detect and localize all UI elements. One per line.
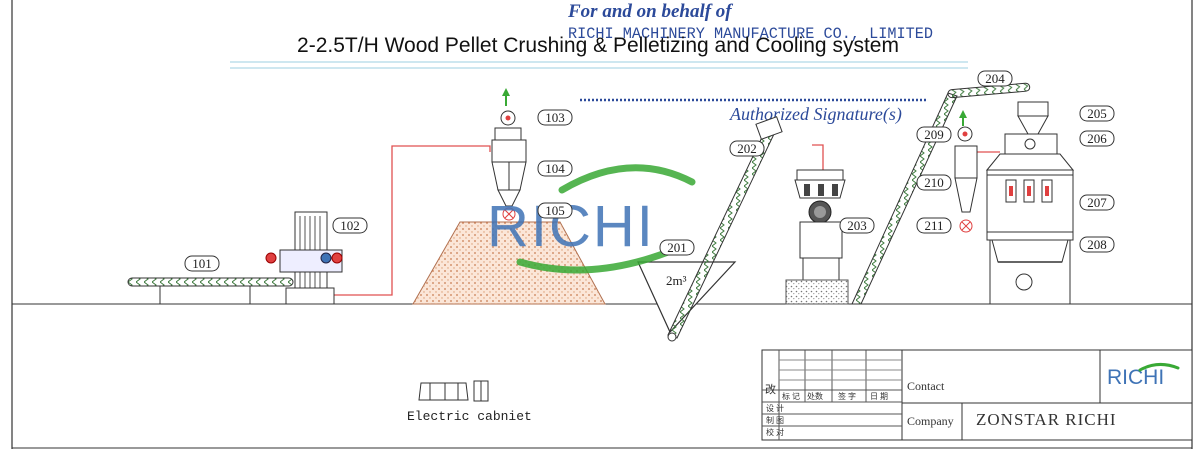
watermark-arc-top bbox=[558, 164, 696, 194]
label-badge: 104 bbox=[537, 160, 573, 177]
label-207: 207 bbox=[1087, 195, 1107, 210]
richi-watermark: RICHI bbox=[487, 164, 696, 274]
label-201: 201 bbox=[667, 240, 687, 255]
equipment-labels: 101 102 103 104 105 201 202 203 204 205 206 207 208 2… bbox=[184, 70, 1115, 272]
label-badge: 207 bbox=[1079, 194, 1115, 211]
label-badge: 201 bbox=[659, 239, 695, 256]
sawdust-texture bbox=[413, 222, 605, 304]
label-badge: 101 bbox=[184, 255, 220, 272]
cooler-cyclone-209-211 bbox=[954, 110, 978, 233]
label-209: 209 bbox=[924, 127, 944, 142]
label-badge: 208 bbox=[1079, 236, 1115, 253]
title-block-header-cell: 处数 bbox=[807, 391, 823, 401]
stamp-line-2: RICHI MACHINERY MANUFACTURE CO., LIMITED bbox=[568, 25, 933, 43]
title-block: 改 标 记处数签 字日 期 设 计制 图校 对 Contact Company … bbox=[761, 349, 1193, 441]
title-block-header-cell: 签 字 bbox=[838, 391, 856, 401]
stamp: For and on behalf of RICHI MACHINERY MAN… bbox=[567, 1, 933, 125]
title-block-row-label: 校 对 bbox=[766, 427, 784, 437]
label-211: 211 bbox=[924, 218, 943, 233]
label-104: 104 bbox=[545, 161, 565, 176]
cooler-205-208 bbox=[985, 101, 1075, 304]
label-102: 102 bbox=[340, 218, 360, 233]
title-block-rows: 设 计制 图校 对 bbox=[766, 403, 784, 437]
company-label: Company bbox=[907, 414, 954, 428]
label-206: 206 bbox=[1087, 131, 1107, 146]
cyclone-103-105 bbox=[491, 88, 527, 221]
label-badge: 202 bbox=[729, 140, 765, 157]
label-203: 203 bbox=[847, 218, 867, 233]
stamp-line-1: For and on behalf of bbox=[567, 1, 733, 22]
label-205: 205 bbox=[1087, 106, 1107, 121]
label-101: 101 bbox=[192, 256, 212, 271]
label-204: 204 bbox=[985, 71, 1005, 86]
label-badge: 206 bbox=[1079, 130, 1115, 147]
pellet-mill-203 bbox=[785, 169, 849, 305]
diagram-title: 2-2.5T/H Wood Pellet Crushing & Pelletiz… bbox=[297, 34, 899, 57]
contact-label: Contact bbox=[907, 379, 945, 393]
label-badge: 211 bbox=[916, 217, 952, 234]
title-block-header-cell: 日 期 bbox=[870, 392, 888, 401]
label-badge: 105 bbox=[537, 202, 573, 219]
revision-mark: 改 bbox=[765, 382, 776, 396]
watermark-text: RICHI bbox=[487, 194, 655, 259]
label-202: 202 bbox=[737, 141, 757, 156]
title-block-header: 标 记处数 签 字 日 期 bbox=[782, 391, 888, 401]
label-badge: 204 bbox=[977, 70, 1013, 87]
label-badge: 102 bbox=[332, 217, 368, 234]
label-208: 208 bbox=[1087, 237, 1107, 252]
label-badge: 205 bbox=[1079, 105, 1115, 122]
stamp-signature: Authorized Signature(s) bbox=[729, 104, 902, 125]
title-block-logo: RICHI bbox=[1107, 366, 1164, 389]
screw-conveyor-202 bbox=[667, 116, 783, 342]
title-block-row-label: 制 图 bbox=[766, 415, 784, 425]
label-badge: 210 bbox=[916, 174, 952, 191]
electric-cabinet: Electric cabniet bbox=[407, 380, 532, 424]
electric-cabinet-label: Electric cabniet bbox=[407, 409, 532, 424]
company-value: ZONSTAR RICHI bbox=[976, 410, 1117, 429]
label-badge: 103 bbox=[537, 109, 573, 126]
title-block-header-cell: 标 记 bbox=[782, 391, 800, 401]
label-badge: 209 bbox=[916, 126, 952, 143]
label-badge: 203 bbox=[839, 217, 875, 234]
hopper-capacity: 2m³ bbox=[666, 273, 687, 288]
title-block-row-label: 设 计 bbox=[766, 403, 784, 413]
label-105: 105 bbox=[545, 203, 565, 218]
watermark-arc-bottom bbox=[516, 248, 672, 274]
belt-conveyor-101 bbox=[127, 277, 294, 304]
air-pipe bbox=[333, 145, 491, 296]
label-103: 103 bbox=[545, 110, 565, 125]
title-block-logo-arc bbox=[1138, 363, 1180, 372]
hammer-mill-102 bbox=[265, 211, 343, 305]
label-210: 210 bbox=[924, 175, 944, 190]
